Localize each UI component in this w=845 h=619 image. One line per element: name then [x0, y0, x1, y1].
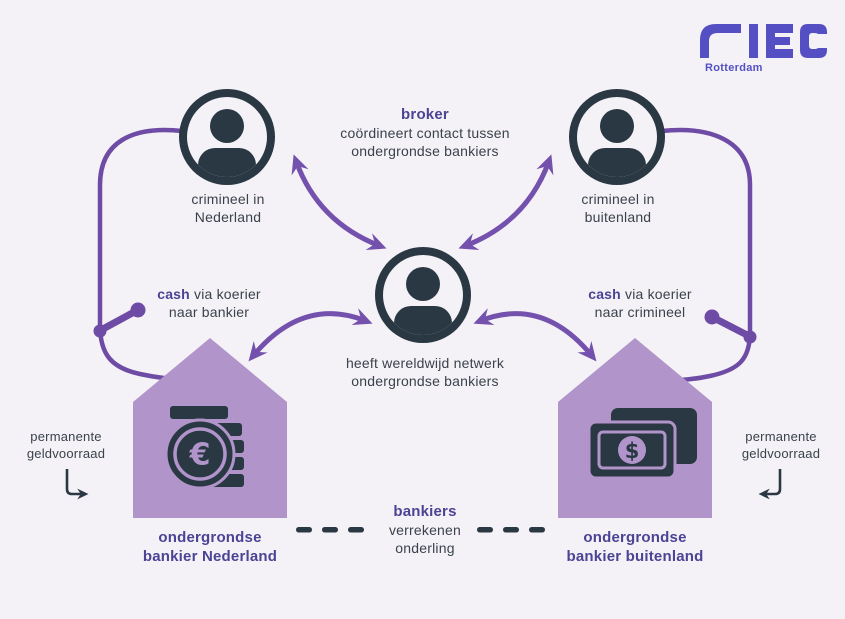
supply-arrow-right — [758, 469, 782, 500]
banker-nl-label: ondergrondse bankier Nederland — [142, 529, 278, 565]
route-junction-dot-left — [93, 324, 107, 338]
dollar-bills-icon: $ — [587, 408, 697, 480]
person-icon-criminal-abroad — [569, 89, 665, 192]
broker-label: broker coördineert contact tussen onderg… — [340, 106, 509, 160]
courier-dot-left — [130, 302, 146, 318]
supply-arrow-left — [65, 469, 89, 500]
courier-dot-right — [704, 309, 720, 325]
broker-desc-line2: ondergrondse bankiers — [351, 143, 499, 159]
euro-coins-icon: € — [164, 406, 244, 490]
riec-logo: RIEC — [700, 24, 827, 58]
banker-abroad-label: ondergrondse bankier buitenland — [566, 529, 704, 565]
euro-symbol: € — [189, 438, 211, 473]
arrow-broker-criminal-abroad — [458, 154, 554, 251]
network-banker-label: heeft wereldwijd netwerk ondergrondse ba… — [345, 355, 505, 389]
settle-dashes — [296, 527, 545, 533]
cash-right-bold: cash — [588, 286, 621, 302]
criminal-nl-label: crimineel in Nederland — [191, 191, 265, 225]
cash-right-label: cash via koerier naar crimineel — [588, 286, 692, 320]
broker-desc-line1: coördineert contact tussen — [340, 125, 510, 141]
supply-left-label: permanente geldvoorraad — [26, 429, 106, 461]
arrow-network-banker-abroad — [473, 308, 597, 362]
settle-label: bankiers verrekenen onderling — [388, 503, 462, 556]
dollar-symbol: $ — [625, 439, 640, 463]
criminal-abroad-label: crimineel in buitenland — [581, 191, 655, 225]
settle-title: bankiers — [393, 503, 457, 520]
supply-right-label: permanente geldvoorraad — [741, 429, 821, 461]
broker-title: broker — [401, 106, 449, 123]
person-icon-criminal-nl — [179, 89, 275, 192]
arrow-broker-criminal-nl — [291, 154, 387, 251]
courier-route-left-line — [97, 127, 198, 384]
courier-route-right-line — [652, 127, 753, 384]
route-junction-dot-right — [743, 330, 757, 344]
logo-city-label: Rotterdam — [705, 62, 763, 74]
cash-left-label: cash via koerier naar bankier — [157, 286, 261, 320]
person-icon-network-banker — [375, 247, 471, 350]
cash-left-bold: cash — [157, 286, 190, 302]
arrow-network-banker-nl — [248, 308, 373, 362]
